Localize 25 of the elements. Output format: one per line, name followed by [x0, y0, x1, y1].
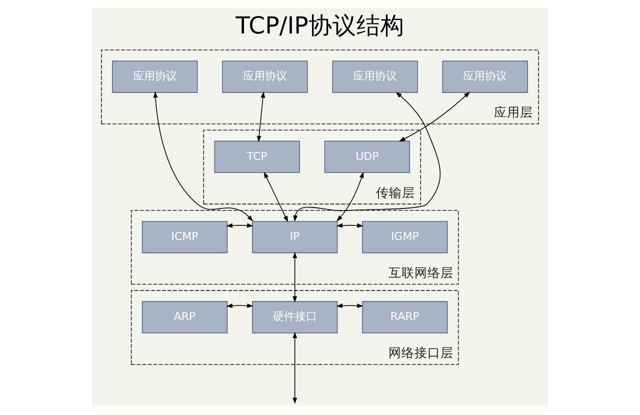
node-box: IP	[252, 220, 338, 254]
node-box: 应用协议	[222, 60, 308, 93]
node-box: UDP	[324, 140, 410, 174]
arrow	[336, 304, 364, 308]
node-box: ICMP	[142, 220, 228, 254]
arrow	[336, 223, 364, 228]
node-box: 硬件接口	[252, 301, 338, 334]
node-box: 应用协议	[332, 60, 418, 93]
arrow	[264, 172, 288, 222]
arrow	[256, 91, 266, 142]
arrow	[226, 304, 254, 308]
arrow	[336, 172, 364, 222]
node-box: RARP	[362, 301, 448, 334]
arrow	[293, 92, 441, 222]
node-box: IGMP	[362, 220, 448, 254]
node-box: 应用协议	[442, 60, 528, 93]
arrow	[226, 223, 254, 228]
arrow	[292, 332, 298, 404]
arrow	[153, 91, 254, 222]
node-box: ARP	[142, 301, 228, 334]
diagram-title: TCP/IP协议结构	[236, 11, 404, 40]
arrow	[398, 92, 470, 142]
node-box: 应用协议	[112, 60, 198, 93]
arrow	[292, 252, 298, 303]
node-box: TCP	[214, 140, 300, 174]
